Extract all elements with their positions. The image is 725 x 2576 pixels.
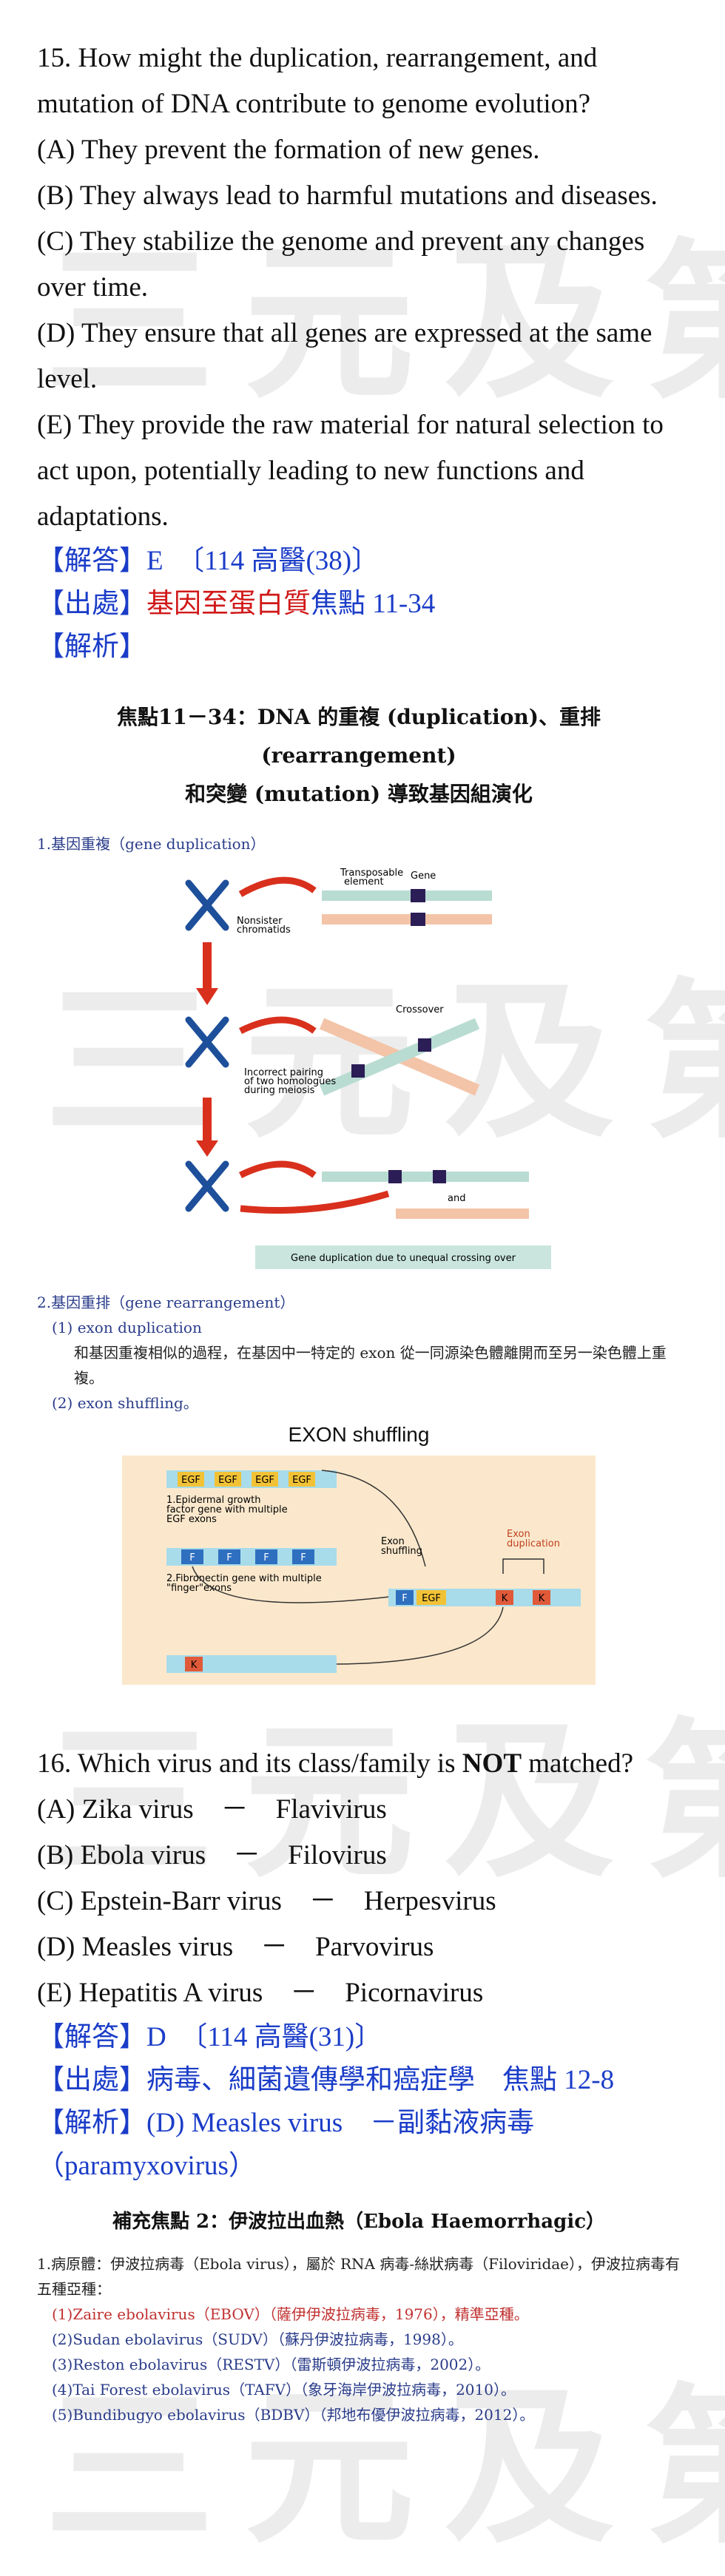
exon-duplication-heading: (1) exon duplication [52,1319,202,1336]
svg-text:of two homologues: of two homologues [244,1076,336,1087]
q16-option-e: (E) Hepatitis A virus － Picornavirus [37,1978,484,2008]
supplement-item: (2)Sudan ebolavirus（SUDV）（蘇丹伊波拉病毒，1998）。 [52,2330,463,2348]
supplement-intro: 1.病原體：伊波拉病毒（Ebola virus），屬於 RNA 病毒-絲狀病毒（… [37,2255,681,2298]
q16-option-b: (B) Ebola virus － Filovirus [37,1840,387,1870]
egf-gene-label: 1.Epidermal growth [166,1495,260,1506]
q15-option-e: (E) They provide the raw material for na… [37,410,664,532]
fibronectin-exons [181,1549,314,1564]
q15-source: 【出處】基因至蛋白質焦點 11-34 [37,589,436,619]
q16-source: 【出處】病毒、細菌遺傳學和癌症學 焦點 12-8 [37,2065,615,2095]
q16-analysis: 【解析】(D) Measles virus －副黏液病毒 [37,2108,535,2138]
svg-text:EGF: EGF [218,1475,237,1486]
q15-analysis-label: 【解析】 [37,632,146,662]
section-gene-rearrangement: 2.基因重排（gene rearrangement） [37,1294,295,1311]
supplement-title: 補充焦點 2：伊波拉出血熱（Ebola Haemorrhagic） [112,2211,606,2233]
svg-text:F: F [226,1552,232,1563]
and-label: and [448,1193,465,1204]
svg-text:K: K [539,1593,545,1604]
incorrect-pairing-label: Incorrect pairing [244,1067,323,1078]
supplement-item: (5)Bundibugyo ebolavirus（BDBV）（邦地布優伊波拉病毒… [52,2406,535,2424]
exon-duplication-text: 和基因重複相似的過程，在基因中一特定的 exon 從一同源染色體離開而至另一染色… [74,1344,667,1387]
gene-duplication-diagram: Transposable element Gene Nonsister chro… [185,868,551,1269]
gene-block [411,913,425,926]
chromosome-x-1 [185,879,229,931]
exon-shuffling-diagram: EGF EGF EGF EGF 1.Epidermal growth facto… [122,1456,596,1685]
q16-analysis-2: （paramyxovirus） [37,2151,256,2181]
exon-shuffling-figure: EXON shuffling EGF EGF EGF EGF 1.Epiderm… [122,1423,596,1689]
svg-text:F: F [263,1552,269,1563]
svg-text:factor gene with multiple: factor gene with multiple [166,1504,288,1515]
svg-text:EGF: EGF [422,1593,441,1604]
figure-background [122,1456,596,1685]
svg-text:duplication: duplication [507,1538,560,1549]
supplement-item: (4)Tai Forest ebolavirus（TAFV）（象牙海岸伊波拉病毒… [52,2381,516,2398]
svg-text:F: F [300,1552,306,1563]
supplement-item: (1)Zaire ebolavirus（EBOV）（薩伊伊波拉病毒，1976），… [52,2305,529,2323]
svg-text:F: F [402,1593,407,1604]
section-gene-duplication: 1.基因重複（gene duplication） [37,835,266,853]
gene-block [411,889,425,902]
gene-duplication-figure: Transposable element Gene Nonsister chro… [166,861,551,1275]
svg-text:chromatids: chromatids [237,924,291,936]
exon-shuffling-label: Exon [381,1536,405,1547]
egf-exons [178,1472,315,1487]
watermark: 三元及第 [44,1704,725,1901]
q15-option-d: (D) They ensure that all genes are expre… [37,318,652,394]
svg-text:K: K [502,1593,508,1604]
svg-text:EGF: EGF [181,1475,200,1486]
exon-shuffling-heading: (2) exon shuffling。 [52,1394,198,1412]
figure-title-line2: 和突變 (mutation) 導致基因組演化 [185,782,533,806]
q15-option-b: (B) They always lead to harmful mutation… [37,180,658,211]
svg-text:EGF: EGF [255,1475,274,1486]
q15-question: 15. How might the duplication, rearrange… [37,43,598,119]
figure-caption: Gene duplication due to unequal crossing… [291,1253,516,1264]
chromosome-x-2 [185,1016,229,1068]
svg-text:element: element [344,876,384,888]
q15-answer: 【解答】E 〔114 高醫(38)〕 [37,546,380,576]
chromosome-x-3 [185,1160,229,1212]
gene-label: Gene [411,871,436,882]
svg-text:EGF: EGF [292,1475,311,1486]
svg-text:shuffling: shuffling [381,1546,422,1557]
svg-text:F: F [189,1552,195,1563]
q16-option-c: (C) Epstein-Barr virus － Herpesvirus [37,1886,496,1916]
caption-bar [255,1245,551,1269]
fibronectin-gene-label: 2.Fibronectin gene with multiple [166,1573,322,1584]
chromatid-bar [322,890,492,901]
svg-text:K: K [191,1660,198,1671]
exon-shuffling-title: EXON shuffling [288,1423,430,1446]
svg-text:EGF exons: EGF exons [166,1514,217,1525]
exon-duplication-label: Exon [507,1529,530,1540]
watermark: 三元及第 [44,225,725,422]
transposable-label: Transposable [340,868,403,879]
svg-text:"finger"exons: "finger"exons [166,1583,232,1594]
q15-option-a: (A) They prevent the formation of new ge… [37,135,540,165]
figure-title-line1: 焦點11－34：DNA 的重複 (duplication)、重排 (rearra… [116,705,601,768]
arrow [238,876,317,897]
crossover-label: Crossover [396,1004,444,1015]
q16-question: 16. Which virus and its class/family is … [37,1748,633,1779]
q16-option-a: (A) Zika virus － Flavivirus [37,1794,387,1825]
supplement-item: (3)Reston ebolavirus（RESTV）（雷斯頓伊波拉病毒，200… [52,2356,490,2373]
q16-option-d: (D) Measles virus － Parvovirus [37,1932,434,1962]
nonsister-label: Nonsister [237,916,283,927]
chromatid-bar [322,914,492,924]
q16-answer: 【解答】D 〔114 高醫(31)〕 [37,2022,382,2052]
q15-option-c: (C) They stabilize the genome and preven… [37,226,645,302]
svg-text:during meiosis: during meiosis [244,1085,315,1096]
